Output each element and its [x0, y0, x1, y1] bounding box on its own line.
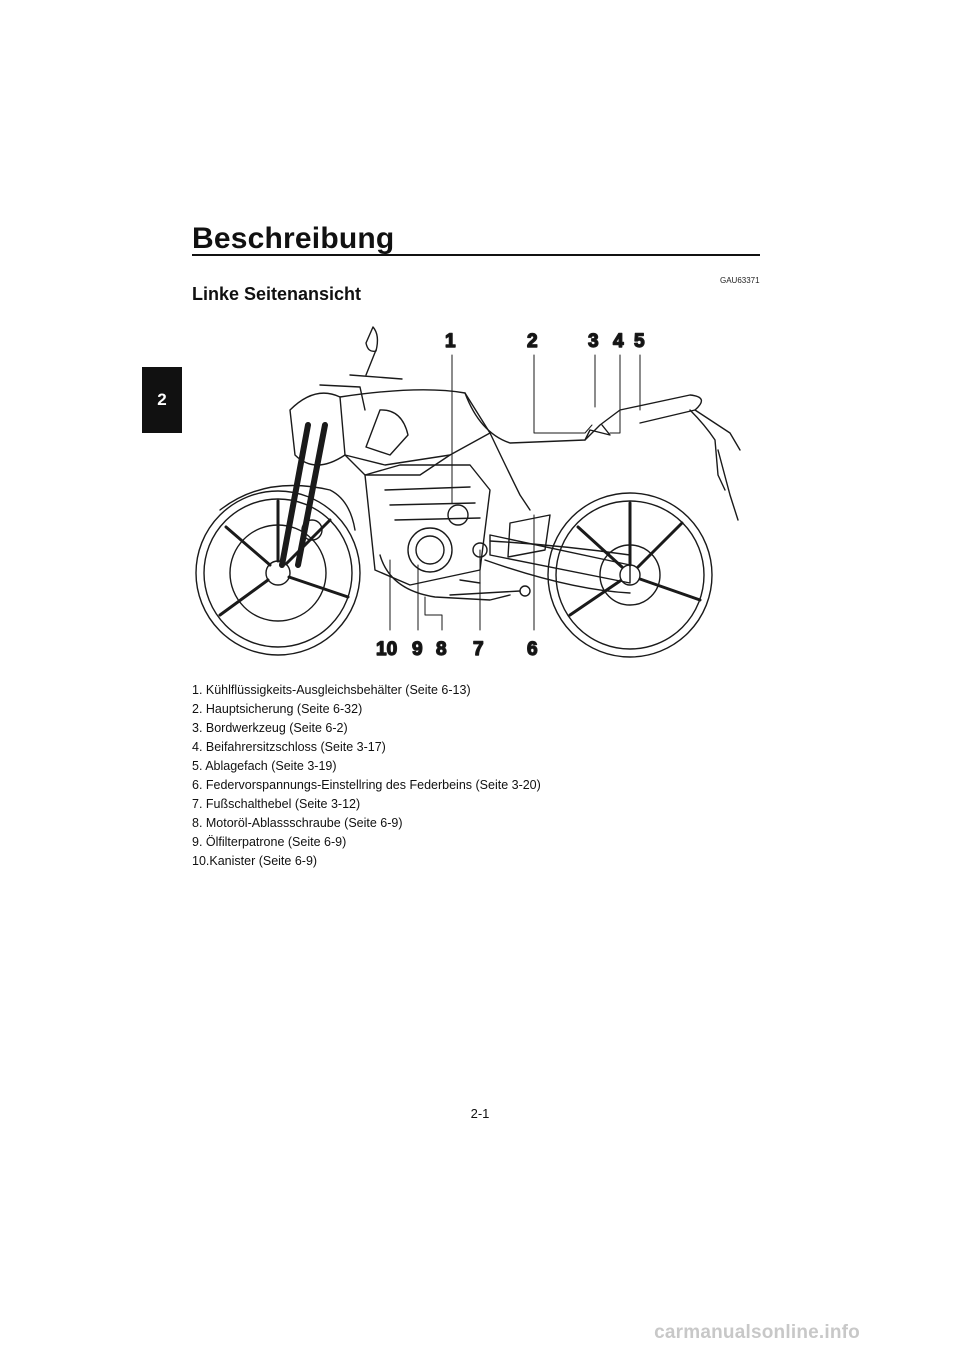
- callout-6: 6: [527, 639, 538, 660]
- frame-and-tank: [289, 389, 741, 521]
- title-rule: [192, 254, 760, 256]
- page-number: 2-1: [470, 1106, 490, 1121]
- legend-item: 8. Motoröl-Ablassschraube (Seite 6-9): [192, 816, 403, 830]
- callout-leaders: [389, 354, 641, 631]
- callout-4: 4: [613, 331, 624, 352]
- swingarm: [484, 514, 631, 594]
- callout-3: 3: [588, 331, 599, 352]
- parts-legend: 1. Kühlflüssigkeits-Ausgleichsbehälter (…: [192, 681, 541, 871]
- callout-1: 1: [445, 331, 456, 352]
- front-fork: [219, 422, 356, 568]
- page-title: Beschreibung: [192, 222, 395, 255]
- callout-5: 5: [634, 331, 645, 352]
- legend-item: 5. Ablagefach (Seite 3-19): [192, 759, 337, 773]
- callout-8: 8: [436, 639, 447, 660]
- motorcycle-left-side-diagram: 1 2 3 4 5 6 7 8 9 10: [195, 326, 741, 661]
- rear-fender: [689, 409, 726, 491]
- chapter-tab: 2: [142, 367, 182, 433]
- legend-item: 9. Ölfilterpatrone (Seite 6-9): [192, 835, 347, 849]
- handlebar: [319, 326, 403, 411]
- legend-item: 3. Bordwerkzeug (Seite 6-2): [192, 721, 348, 735]
- document-code: GAU63371: [720, 276, 760, 285]
- watermark-link[interactable]: carmanualsonline.info: [654, 1322, 860, 1343]
- engine: [364, 464, 511, 601]
- callout-7: 7: [473, 639, 484, 660]
- legend-item: 2. Hauptsicherung (Seite 6-32): [192, 702, 363, 716]
- callout-2: 2: [527, 331, 538, 352]
- legend-item: 6. Federvorspannungs-Einstellring des Fe…: [192, 778, 541, 792]
- footrest: [449, 579, 531, 597]
- callout-9: 9: [412, 639, 423, 660]
- legend-item: 7. Fußschalthebel (Seite 3-12): [192, 797, 361, 811]
- legend-item: 10.Kanister (Seite 6-9): [192, 854, 318, 868]
- section-title: Linke Seitenansicht: [192, 284, 362, 304]
- front-wheel: [195, 490, 361, 656]
- callout-10: 10: [376, 639, 397, 660]
- legend-item: 1. Kühlflüssigkeits-Ausgleichsbehälter (…: [192, 683, 471, 697]
- legend-item: 4. Beifahrersitzschloss (Seite 3-17): [192, 740, 386, 754]
